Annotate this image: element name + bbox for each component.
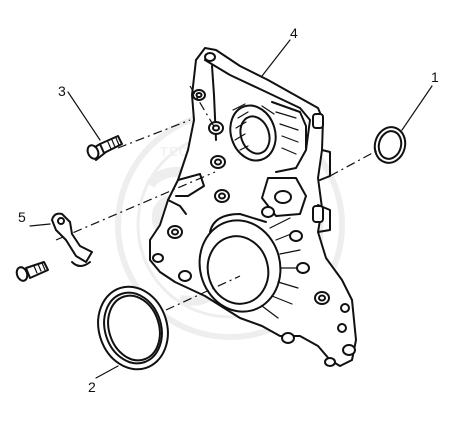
callout-5: 5 [18, 209, 26, 225]
bolt-part-3 [86, 135, 123, 161]
bracket-part-5 [51, 212, 93, 267]
leader-lines [29, 39, 433, 379]
callout-3: 3 [58, 83, 66, 99]
callout-1: 1 [431, 69, 439, 85]
seal-part-2 [97, 285, 169, 371]
bolt-part-5 [15, 261, 49, 282]
callout-4: 4 [290, 25, 298, 41]
front-cover-plate [149, 47, 357, 367]
o-ring-part-1 [373, 126, 407, 164]
bolt-holes [152, 52, 356, 367]
callout-2: 2 [88, 379, 96, 395]
assembly-axis-lines [55, 85, 379, 311]
callout-labels: 1 2 3 4 5 [18, 25, 439, 395]
